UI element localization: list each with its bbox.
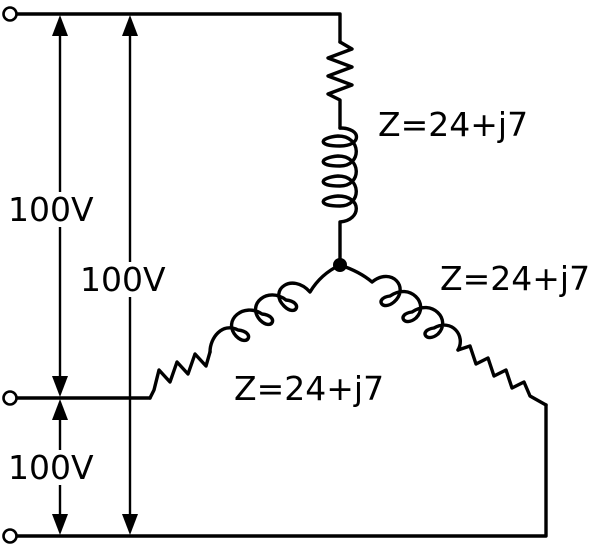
line-wire-bottom [14, 403, 548, 538]
inductor-top [321, 126, 359, 267]
terminal-top [2, 6, 18, 22]
voltage-label-top: 100V [8, 190, 94, 229]
inductor-left [208, 263, 342, 354]
impedance-label-top: Z=24+j7 [378, 105, 529, 144]
terminal-middle [2, 390, 18, 406]
line-wire-top [14, 12, 342, 44]
resistor-left [148, 350, 212, 400]
resistor-top [326, 40, 354, 130]
voltage-label-bottom: 100V [8, 448, 94, 487]
neutral-node [333, 258, 347, 272]
terminal-bottom [2, 528, 18, 544]
inductor-right [338, 263, 462, 352]
resistor-right [456, 344, 548, 407]
impedance-label-right: Z=24+j7 [440, 259, 591, 298]
impedance-label-left: Z=24+j7 [234, 369, 385, 408]
voltage-label-outer: 100V [80, 260, 166, 299]
